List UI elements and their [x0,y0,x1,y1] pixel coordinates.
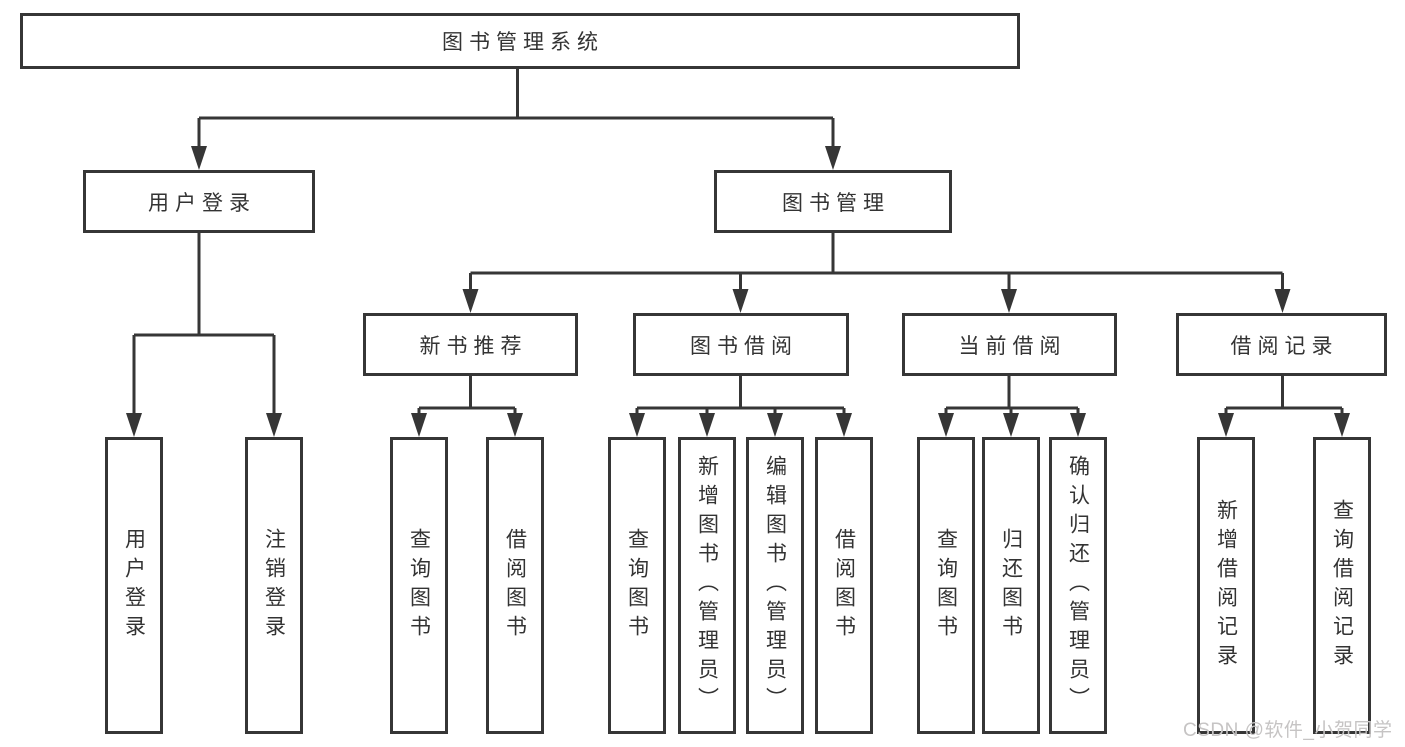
node-query-borrow-record-label: 查询借阅记录 [1330,498,1354,673]
node-confirm-return-admin: 确认归还（管理员） [1049,437,1107,734]
node-borrow-books-recommend-label: 借阅图书 [503,527,527,644]
node-book-borrowing: 图书借阅 [633,313,849,376]
node-query-books-current: 查询图书 [917,437,975,734]
node-book-management: 图书管理 [714,170,952,233]
node-library-system: 图书管理系统 [20,13,1020,69]
node-logout: 注销登录 [245,437,303,734]
node-borrow-books-label: 借阅图书 [832,527,856,644]
node-add-books-admin-label: 新增图书（管理员） [695,455,719,716]
node-borrow-books-recommend: 借阅图书 [486,437,544,734]
node-query-books-recommend-label: 查询图书 [407,527,431,644]
watermark: CSDN @软件_小贺同学 [1183,720,1393,741]
node-edit-books-admin: 编辑图书（管理员） [746,437,804,734]
node-user-login: 用户登录 [83,170,315,233]
node-query-books-borrow: 查询图书 [608,437,666,734]
node-logout-label: 注销登录 [262,527,286,644]
node-edit-books-admin-label: 编辑图书（管理员） [763,455,787,716]
node-confirm-return-admin-label: 确认归还（管理员） [1066,455,1090,716]
node-borrow-books: 借阅图书 [815,437,873,734]
node-add-borrow-record-label: 新增借阅记录 [1214,498,1238,673]
node-borrowing-records: 借阅记录 [1176,313,1387,376]
node-login: 用户登录 [105,437,163,734]
node-new-book-recommendation: 新书推荐 [363,313,578,376]
node-return-books: 归还图书 [982,437,1040,734]
node-query-books-current-label: 查询图书 [934,527,958,644]
node-add-borrow-record: 新增借阅记录 [1197,437,1255,734]
connector-arrowheads [126,146,1350,437]
node-query-books-recommend: 查询图书 [390,437,448,734]
connector-edges [132,69,1344,415]
node-add-books-admin: 新增图书（管理员） [678,437,736,734]
node-login-label: 用户登录 [122,527,146,644]
node-query-books-borrow-label: 查询图书 [625,527,649,644]
node-return-books-label: 归还图书 [999,527,1023,644]
node-current-borrowing: 当前借阅 [902,313,1117,376]
node-query-borrow-record: 查询借阅记录 [1313,437,1371,734]
